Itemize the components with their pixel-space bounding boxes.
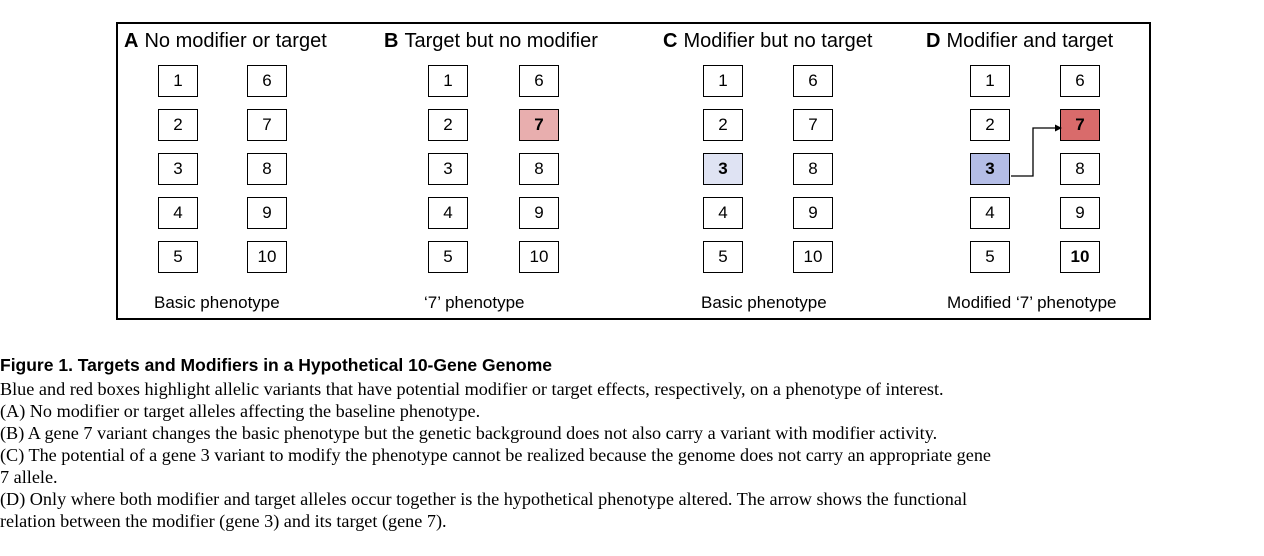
caption-title: Figure 1. Targets and Modifiers in a Hyp… xyxy=(0,355,553,375)
gene-box-8: 8 xyxy=(1060,153,1100,185)
caption-line: (B) A gene 7 variant changes the basic p… xyxy=(0,423,938,443)
gene-box-2: 2 xyxy=(970,109,1010,141)
caption-line: (D) Only where both modifier and target … xyxy=(0,489,967,509)
caption-line: (C) The potential of a gene 3 variant to… xyxy=(0,445,991,465)
gene-box-10: 10 xyxy=(1060,241,1100,273)
gene-box-3: 3 xyxy=(158,153,198,185)
gene-box-8: 8 xyxy=(519,153,559,185)
phenotype-label: Basic phenotype xyxy=(154,293,280,312)
gene-box-5: 5 xyxy=(970,241,1010,273)
panel-title-text: Target but no modifier xyxy=(404,30,598,52)
gene-box-7: 7 xyxy=(793,109,833,141)
gene-box-4: 4 xyxy=(428,197,468,229)
gene-box-4: 4 xyxy=(703,197,743,229)
panel-title-text: Modifier but no target xyxy=(683,30,873,52)
panel-letter: D xyxy=(926,30,941,52)
gene-box-4: 4 xyxy=(970,197,1010,229)
gene-box-5: 5 xyxy=(158,241,198,273)
gene-box-7: 7 xyxy=(519,109,559,141)
gene-box-5: 5 xyxy=(703,241,743,273)
gene-box-10: 10 xyxy=(519,241,559,273)
gene-box-6: 6 xyxy=(1060,65,1100,97)
gene-box-6: 6 xyxy=(247,65,287,97)
caption-line: 7 allele. xyxy=(0,467,58,487)
panel-letter: A xyxy=(124,30,139,52)
gene-box-1: 1 xyxy=(158,65,198,97)
gene-box-5: 5 xyxy=(428,241,468,273)
caption-line: (A) No modifier or target alleles affect… xyxy=(0,401,481,421)
phenotype-label: ‘7’ phenotype xyxy=(424,293,525,312)
gene-box-3: 3 xyxy=(970,153,1010,185)
gene-box-1: 1 xyxy=(703,65,743,97)
panel-letter: B xyxy=(384,30,399,52)
gene-box-7: 7 xyxy=(247,109,287,141)
phenotype-label: Modified ‘7’ phenotype xyxy=(947,293,1117,312)
gene-box-9: 9 xyxy=(1060,197,1100,229)
gene-box-3: 3 xyxy=(703,153,743,185)
gene-box-8: 8 xyxy=(247,153,287,185)
panel-title-text: Modifier and target xyxy=(946,30,1114,52)
figure-caption: Figure 1. Targets and Modifiers in a Hyp… xyxy=(0,355,1262,532)
caption-body: Blue and red boxes highlight allelic var… xyxy=(0,378,1262,532)
caption-line: relation between the modifier (gene 3) a… xyxy=(0,511,447,531)
gene-box-1: 1 xyxy=(428,65,468,97)
gene-box-9: 9 xyxy=(519,197,559,229)
gene-box-2: 2 xyxy=(703,109,743,141)
gene-box-9: 9 xyxy=(793,197,833,229)
caption-line: Blue and red boxes highlight allelic var… xyxy=(0,379,944,399)
gene-box-10: 10 xyxy=(793,241,833,273)
gene-box-3: 3 xyxy=(428,153,468,185)
gene-box-6: 6 xyxy=(519,65,559,97)
gene-box-8: 8 xyxy=(793,153,833,185)
panel-letter: C xyxy=(663,30,678,52)
gene-box-2: 2 xyxy=(158,109,198,141)
gene-box-1: 1 xyxy=(970,65,1010,97)
gene-box-7: 7 xyxy=(1060,109,1100,141)
panel-title-text: No modifier or target xyxy=(144,30,327,52)
phenotype-label: Basic phenotype xyxy=(701,293,827,312)
gene-box-2: 2 xyxy=(428,109,468,141)
gene-box-4: 4 xyxy=(158,197,198,229)
gene-box-10: 10 xyxy=(247,241,287,273)
gene-box-6: 6 xyxy=(793,65,833,97)
gene-box-9: 9 xyxy=(247,197,287,229)
